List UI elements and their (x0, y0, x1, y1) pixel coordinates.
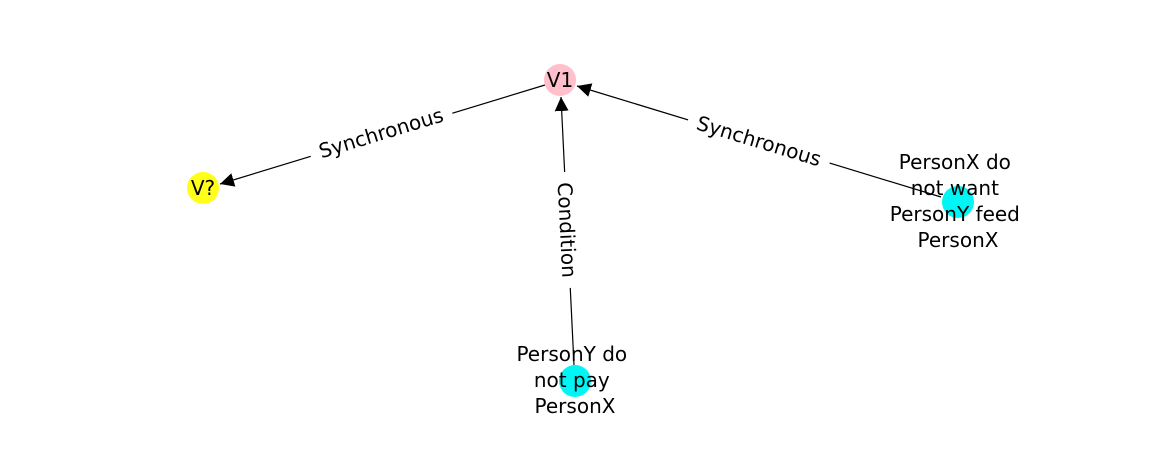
node-label: V1 (547, 68, 573, 92)
node-v1: V1 (544, 64, 576, 96)
node-vq: V? (187, 172, 219, 204)
edge-v1-to-vq: Synchronous (219, 84, 546, 187)
node-px: PersonX do not want PersonY feed PersonX (890, 150, 1027, 252)
node-circle (942, 186, 974, 218)
node-label: V? (191, 176, 215, 200)
node-label: PersonY do not pay PersonX (516, 342, 633, 418)
node-circle (544, 64, 576, 96)
edge-label: Condition (553, 182, 582, 279)
node-circle (559, 365, 591, 397)
edge-py-to-v1: Condition (550, 96, 584, 366)
node-circle (187, 172, 219, 204)
node-py: PersonY do not pay PersonX (516, 342, 633, 418)
edge-px-to-v1: Synchronous (576, 83, 942, 198)
node-label: PersonX do not want PersonY feed PersonX (890, 150, 1027, 252)
